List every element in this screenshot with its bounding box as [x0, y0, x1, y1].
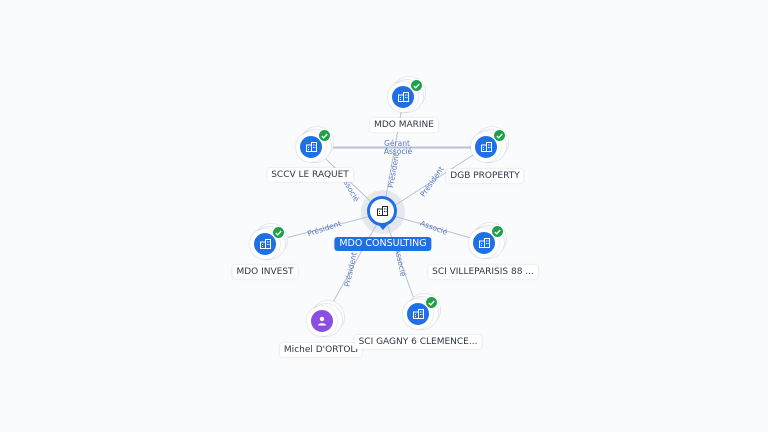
node-sci-villeparisis[interactable] — [469, 222, 507, 259]
node-mdo-marine[interactable] — [388, 76, 426, 113]
check-icon — [496, 133, 503, 139]
pin-tip — [377, 223, 389, 230]
edge-label: Gérant — [384, 139, 410, 148]
edge-label: Président — [386, 152, 401, 188]
edge-label: Président — [306, 219, 342, 238]
node-sci-gagny[interactable] — [403, 293, 441, 330]
building-icon — [259, 239, 271, 249]
verified-check-icon — [318, 129, 331, 142]
node-dgb-property[interactable] — [471, 126, 509, 163]
center-node-pin[interactable] — [361, 190, 405, 234]
node-label-sci-villeparisis[interactable]: SCI VILLEPARISIS 88 ... — [428, 265, 538, 279]
node-label-mdo-invest[interactable]: MDO INVEST — [232, 265, 298, 279]
verified-check-icon — [425, 296, 438, 309]
check-icon — [275, 230, 282, 236]
verified-check-icon — [493, 129, 506, 142]
verified-check-icon — [410, 79, 423, 92]
edge-label: Associé — [393, 248, 408, 278]
node-sccv-le-raquet[interactable] — [296, 126, 334, 163]
person-icon — [307, 306, 337, 336]
edge-label: Associé — [419, 219, 449, 237]
edge-label: Président — [343, 251, 359, 287]
node-label-mdo-marine[interactable]: MDO MARINE — [370, 118, 438, 132]
verified-check-icon — [272, 226, 285, 239]
verified-check-icon — [361, 190, 405, 209]
node-michel-dortoli[interactable] — [307, 300, 345, 337]
node-label-michel-dortoli[interactable]: Michel D'ORTOLI — [279, 343, 363, 357]
node-label-sccv-le-raquet[interactable]: SCCV LE RAQUET — [267, 168, 353, 182]
edge-sci-villeparisis — [382, 212, 486, 243]
check-icon — [413, 83, 420, 89]
check-icon — [494, 229, 501, 235]
building-icon — [478, 238, 490, 248]
building-icon — [305, 142, 317, 152]
building-icon — [367, 196, 397, 226]
check-icon — [361, 199, 368, 205]
edge-label: Associé — [384, 147, 413, 156]
building-icon — [376, 206, 388, 216]
check-icon — [321, 133, 328, 139]
edge-label: Président — [418, 165, 445, 199]
building-icon — [397, 92, 409, 102]
node-label-dgb-property[interactable]: DGB PROPERTY — [446, 169, 524, 183]
node-label-sci-gagny[interactable]: SCI GAGNY 6 CLEMENCE... — [354, 335, 482, 349]
center-node-label[interactable]: MDO CONSULTING — [334, 237, 432, 251]
building-icon — [412, 309, 424, 319]
building-icon — [480, 142, 492, 152]
verified-check-icon — [491, 225, 504, 238]
person-icon — [318, 316, 326, 326]
edge-mdo-marine — [382, 95, 405, 214]
node-mdo-invest[interactable] — [250, 223, 288, 260]
check-icon — [428, 300, 435, 306]
edge-dgb-property — [382, 145, 488, 214]
